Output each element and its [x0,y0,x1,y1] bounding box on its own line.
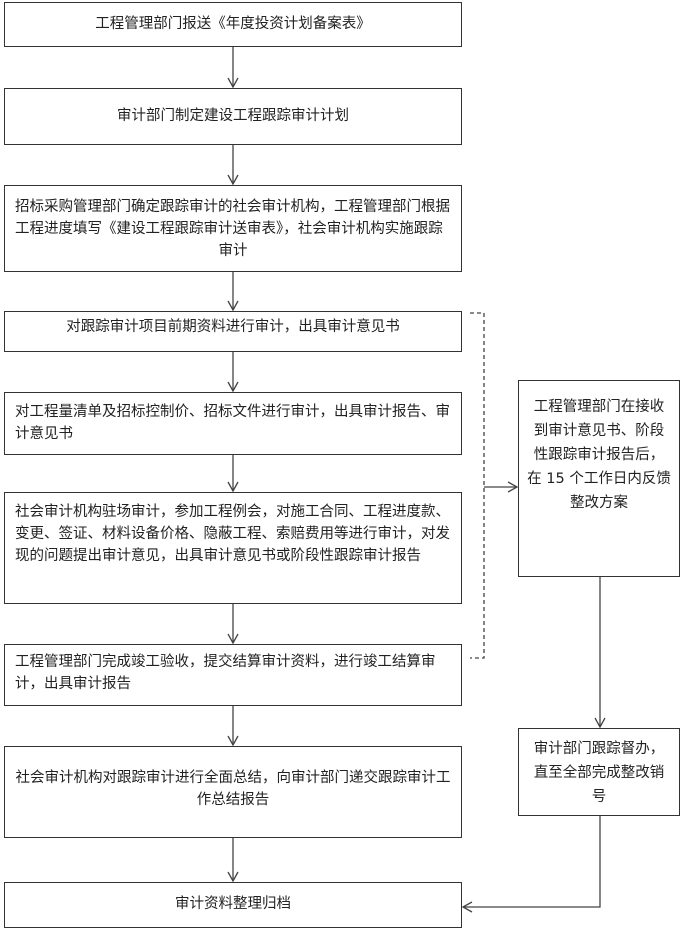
step-3-box: 招标采购管理部门确定跟踪审计的社会审计机构，工程管理部门根据工程进度填写《建设工… [4,185,462,272]
step-9-box: 审计资料整理归档 [4,882,462,928]
step-8-box: 社会审计机构对跟踪审计进行全面总结，向审计部门递交跟踪审计工作总结报告 [4,746,462,838]
step-4-box: 对跟踪审计项目前期资料进行审计，出具审计意见书 [4,311,462,352]
step-2-box: 审计部门制定建设工程跟踪审计计划 [4,88,462,145]
step-5-box: 对工程量清单及招标控制价、招标文件进行审计，出具审计报告、审计意见书 [4,392,462,455]
dashed-bracket [470,312,485,659]
feedback-box: 工程管理部门在接收到审计意见书、阶段性跟踪审计报告后，在 15 个工作日内反馈整… [518,380,680,577]
arrow-side2-archive [461,816,601,913]
step-6-box: 社会审计机构驻场审计，参加工程例会，对施工合同、工程进度款、变更、签证、材料设备… [4,492,462,604]
supervise-box: 审计部门跟踪督办，直至全部完成整改销号 [518,728,680,816]
step-7-box: 工程管理部门完成竣工验收，提交结算审计资料，进行竣工结算审计，出具审计报告 [4,644,462,706]
step-1-box: 工程管理部门报送《年度投资计划备案表》 [4,2,462,47]
